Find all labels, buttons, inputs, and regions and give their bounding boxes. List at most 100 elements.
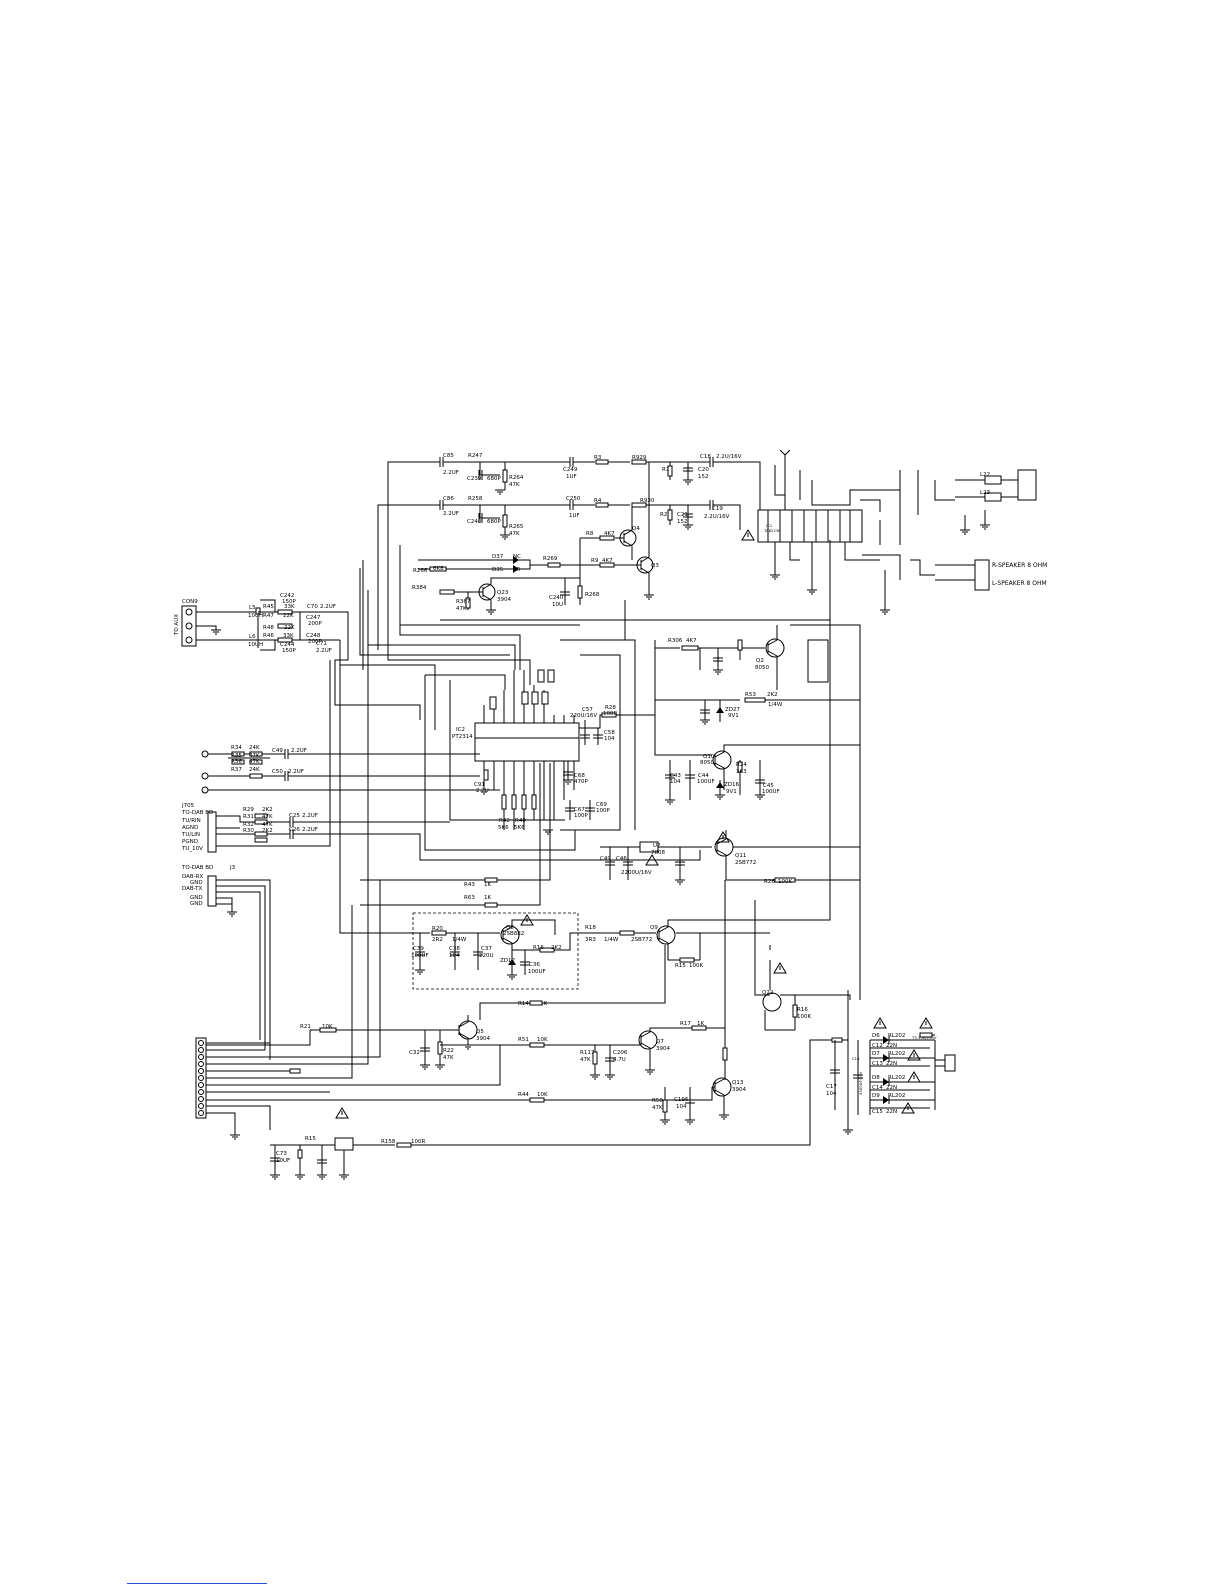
label-zd16: ZD16 [724, 782, 740, 788]
label-c25v: 2.2UF [302, 813, 318, 819]
label-q9: Q9 [650, 925, 658, 931]
label-r247: R247 [468, 453, 483, 459]
label-c45v: 100UF [762, 789, 780, 795]
label-c67v: 100P [574, 813, 588, 819]
label-r22: R22 [443, 1048, 454, 1054]
bridge-rectifier [830, 990, 956, 1130]
label-r21: R21 [300, 1024, 311, 1030]
label-r51: R51 [518, 1037, 529, 1043]
label-c240bv: 10U [552, 602, 563, 608]
label-r384: R384 [412, 585, 427, 591]
label-q8v: 2SB882 [503, 931, 524, 937]
label-gnd1: GND [190, 880, 203, 886]
label-c50: C50 [272, 769, 283, 775]
label-r63: R63 [464, 895, 475, 901]
label-d9: D9 [872, 1093, 880, 1099]
label-c38: C38 [449, 946, 460, 952]
label-c36: C36 [529, 962, 540, 968]
label-r14v: 1K [540, 1001, 547, 1007]
label-r117v: 47K [580, 1057, 591, 1063]
label-c86: C86 [443, 496, 454, 502]
label-r50v: 47K [652, 1105, 663, 1111]
aux-input-block [181, 599, 436, 730]
label-r24v: 3K3 [736, 769, 747, 775]
bottom-supply [270, 1039, 830, 1175]
label-c206v: 4.7U [613, 1057, 626, 1063]
label-r117: R117 [580, 1050, 595, 1056]
label-c71v: 2.2UF [316, 648, 332, 654]
label-c39: C39 [413, 946, 424, 952]
label-c19v: 2.2U/16V [704, 514, 730, 520]
label-r28: R28 [605, 705, 616, 711]
label-r32v: 47K [262, 822, 273, 828]
label-r266: R266 [413, 568, 428, 574]
label-zd16v: 9V1 [726, 789, 737, 795]
label-c43v: 104 [670, 779, 681, 785]
label-r265v: 47K [509, 531, 520, 537]
label-d37v: NC [513, 554, 521, 560]
ic2-block [359, 545, 830, 851]
label-r15v: 100K [689, 963, 703, 969]
label-turin: TU/RIN [181, 818, 201, 824]
label-r50: R50 [652, 1098, 663, 1104]
label-c250: C250 [566, 496, 581, 502]
label-l22: L22 [980, 472, 990, 478]
label-c68: C68 [574, 773, 585, 779]
label-c16: C16 [852, 1056, 860, 1061]
label-c12: C12 [872, 1043, 883, 1049]
label-r26v: 100K [778, 879, 792, 885]
label-r29: R29 [243, 807, 254, 813]
label-q7v: 3904 [656, 1046, 670, 1052]
bottom-left-connector [195, 645, 501, 1135]
label-r8: R8 [586, 531, 594, 537]
label-q5: Q5 [476, 1029, 484, 1035]
label-r30v: 2K2 [262, 828, 273, 834]
label-c196: C196 [674, 1097, 689, 1103]
label-q13: Q13 [732, 1080, 744, 1086]
label-j3: J3 [229, 865, 236, 871]
label-r37: R37 [231, 767, 242, 773]
label-c43: C43 [670, 773, 681, 779]
label-l6v: 10UH [248, 642, 263, 648]
label-c247v: 200P [308, 621, 322, 627]
label-q11: Q11 [735, 853, 746, 859]
label-c86v: 2.2UF [443, 511, 459, 517]
label-c240: C240 [467, 519, 482, 525]
label-r43v: 1K [484, 882, 491, 888]
label-r20w: 1/4W [452, 937, 467, 943]
label-c12v: 22N [886, 1043, 897, 1049]
label-q8: Q8 [506, 925, 514, 931]
label-c46: C46 [616, 856, 627, 862]
label-c26v: 2.2UF [302, 827, 318, 833]
label-c242: C242 [280, 593, 294, 599]
label-c249: C249 [563, 467, 578, 473]
label-r17v: 1K [697, 1021, 704, 1027]
left-input-resistors [201, 749, 500, 794]
label-gnd2: GND [190, 895, 203, 901]
label-c240v: 680P [487, 519, 501, 525]
label-todab2: TO-DAB BD [181, 865, 213, 871]
label-c37v: 220U [479, 953, 494, 959]
label-d37: D37 [492, 554, 504, 560]
label-r48v: 22K [284, 625, 295, 631]
label-ic1: IC1 [766, 523, 773, 528]
label-q4: Q4 [632, 526, 640, 532]
label-u2v: 7808 [651, 850, 665, 856]
label-l5v: 10UH [248, 613, 263, 619]
label-c58: C58 [604, 730, 615, 736]
label-q23v: 3904 [497, 597, 511, 603]
label-gnd3: GND [190, 901, 203, 907]
label-r35: R35 [231, 753, 242, 759]
label-r63v: 1K [484, 895, 491, 901]
label-r306v: 4K7 [686, 638, 697, 644]
label-r53: R53 [745, 692, 756, 698]
label-c17: C17 [826, 1084, 837, 1090]
label-r44: R44 [518, 1092, 529, 1098]
label-r16v: 2K2 [551, 945, 562, 951]
label-c38v: 104 [449, 953, 460, 959]
label-c240b: C240 [549, 595, 564, 601]
label-d6v: RL202 [888, 1033, 905, 1039]
label-r22v: 47K [443, 1055, 454, 1061]
label-c69v: 100P [596, 808, 610, 814]
label-r26: R26 [764, 879, 775, 885]
